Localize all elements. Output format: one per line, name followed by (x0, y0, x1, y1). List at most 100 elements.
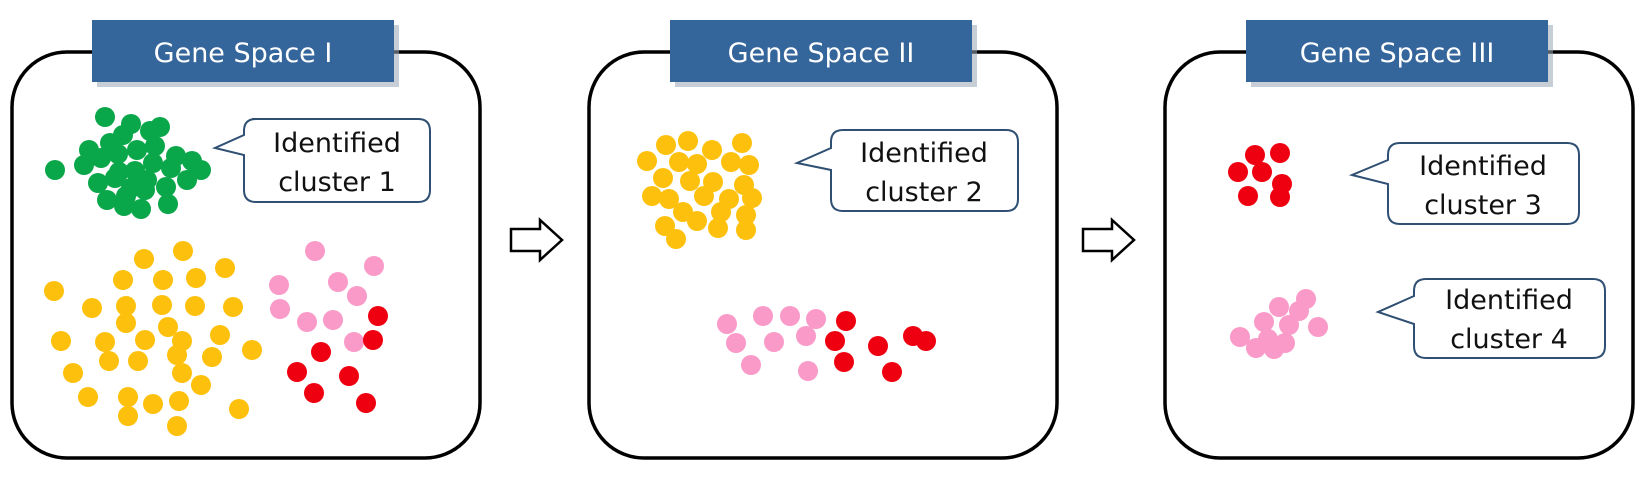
pink-gene-dot (1246, 338, 1266, 358)
red-gene-dot (368, 306, 388, 326)
yellow-gene-dot (173, 241, 193, 261)
callout-2-line-2: cluster 2 (865, 177, 983, 208)
red-gene-dot (356, 393, 376, 413)
yellow-gene-dot (711, 202, 731, 222)
yellow-gene-dot (134, 249, 154, 269)
yellow-gene-dot (128, 351, 148, 371)
panel-2-dots (637, 131, 936, 382)
yellow-gene-dot (702, 140, 722, 160)
panel-gene-space-2: Gene Space II Identified cluster 2 (587, 20, 1059, 460)
callout-cluster-4: Identified cluster 4 (1375, 278, 1606, 359)
callout-3-line-1: Identified (1419, 151, 1547, 182)
yellow-gene-dot (739, 155, 759, 175)
pink-gene-dot (753, 306, 773, 326)
red-gene-dot (834, 352, 854, 372)
yellow-gene-dot (78, 387, 98, 407)
yellow-gene-dot (99, 351, 119, 371)
pink-gene-dot (1308, 317, 1328, 337)
red-gene-dot (1228, 162, 1248, 182)
red-gene-dot (339, 366, 359, 386)
panel-3-title: Gene Space III (1300, 38, 1495, 69)
yellow-gene-dot (687, 154, 707, 174)
yellow-gene-dot (687, 211, 707, 231)
green-gene-dot (145, 136, 165, 156)
yellow-gene-dot (153, 270, 173, 290)
green-gene-dot (91, 148, 111, 168)
red-gene-dot (1238, 186, 1258, 206)
yellow-gene-dot (659, 189, 679, 209)
pink-gene-dot (364, 256, 384, 276)
callout-1-line-1: Identified (273, 128, 401, 159)
yellow-gene-dot (95, 332, 115, 352)
red-gene-dot (825, 331, 845, 351)
panel-1-title: Gene Space I (154, 38, 333, 69)
green-gene-dot (137, 170, 157, 190)
yellow-gene-dot (116, 296, 136, 316)
yellow-gene-dot (637, 151, 657, 171)
yellow-gene-dot (223, 297, 243, 317)
callout-1-shape (211, 118, 431, 203)
green-gene-dot (88, 173, 108, 193)
arrow-right-icon (509, 217, 564, 263)
red-gene-dot (882, 362, 902, 382)
pink-gene-dot (1230, 327, 1250, 347)
green-gene-dot (150, 117, 170, 137)
yellow-gene-dot (666, 229, 686, 249)
callout-4-line-2: cluster 4 (1450, 324, 1568, 355)
callout-cluster-3: Identified cluster 3 (1348, 142, 1580, 225)
yellow-gene-dot (202, 347, 222, 367)
pink-gene-dot (741, 355, 761, 375)
green-gene-dot (156, 177, 176, 197)
yellow-gene-dot (721, 152, 741, 172)
yellow-gene-dot (167, 416, 187, 436)
callout-1-line-2: cluster 1 (278, 167, 396, 198)
pink-gene-dot (344, 332, 364, 352)
panel-2-frame (587, 50, 1059, 460)
arrow-right-icon (1081, 217, 1136, 263)
pink-gene-dot (1279, 315, 1299, 335)
yellow-gene-dot (708, 218, 728, 238)
red-gene-dot (287, 362, 307, 382)
green-gene-dot (114, 196, 134, 216)
pink-gene-dot (806, 309, 826, 329)
yellow-gene-dot (215, 258, 235, 278)
panel-3-title-bar (1246, 20, 1548, 82)
green-gene-dot (131, 199, 151, 219)
yellow-gene-dot (158, 317, 178, 337)
yellow-gene-dot (191, 375, 211, 395)
green-gene-dot (127, 140, 147, 160)
green-gene-dot (191, 160, 211, 180)
callout-cluster-1: Identified cluster 1 (211, 118, 431, 203)
yellow-gene-dot (656, 135, 676, 155)
callout-4-line-1: Identified (1445, 285, 1573, 316)
yellow-gene-dot (732, 133, 752, 153)
pink-gene-dot (323, 310, 343, 330)
callout-2-line-1: Identified (860, 138, 988, 169)
pink-gene-dot (1254, 312, 1274, 332)
green-gene-dot (74, 155, 94, 175)
panel-1-dots (44, 107, 388, 436)
yellow-gene-dot (113, 270, 133, 290)
yellow-gene-dot (44, 281, 64, 301)
pink-gene-dot (764, 332, 784, 352)
red-gene-dot (1270, 143, 1290, 163)
green-gene-dot (161, 158, 181, 178)
pink-gene-dot (297, 312, 317, 332)
yellow-gene-dot (242, 340, 262, 360)
yellow-gene-dot (669, 152, 689, 172)
panel-3-frame (1163, 50, 1635, 460)
pink-gene-dot (347, 286, 367, 306)
yellow-gene-dot (229, 399, 249, 419)
red-gene-dot (1270, 187, 1290, 207)
red-gene-dot (363, 330, 383, 350)
yellow-gene-dot (694, 186, 714, 206)
pink-gene-dot (780, 306, 800, 326)
panel-gene-space-3: Gene Space III Identified cluster 3 Iden… (1163, 20, 1635, 460)
pink-gene-dot (796, 326, 816, 346)
yellow-gene-dot (653, 168, 673, 188)
yellow-gene-dot (51, 331, 71, 351)
yellow-gene-dot (82, 298, 102, 318)
pink-gene-dot (726, 333, 746, 353)
green-gene-dot (109, 162, 129, 182)
